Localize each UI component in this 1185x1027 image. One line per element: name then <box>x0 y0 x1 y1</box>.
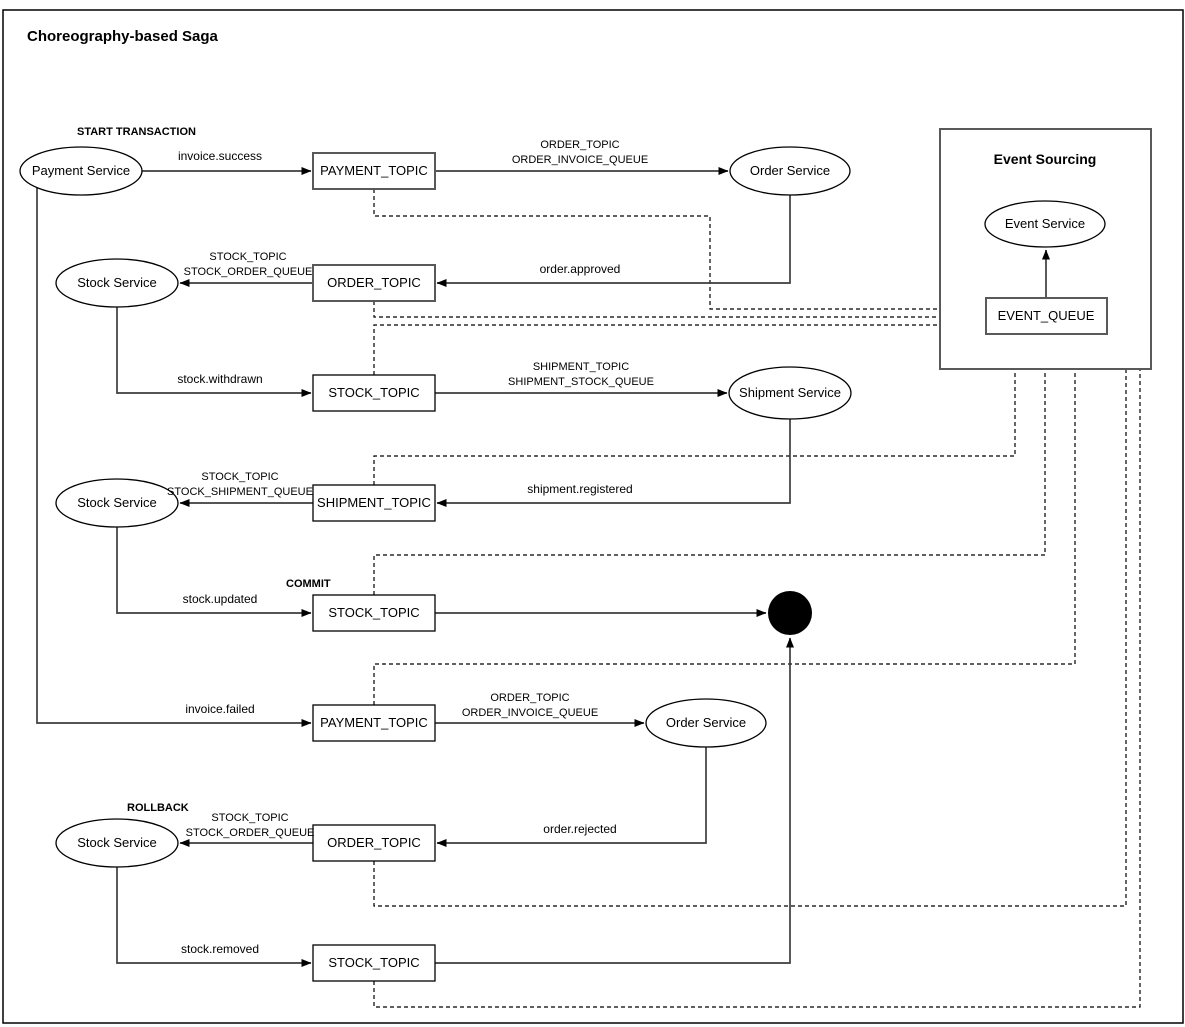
stock-topic-updated-node[interactable] <box>312 594 436 632</box>
stock-service-shipment-node[interactable] <box>55 478 179 528</box>
label-order-stock-queue: STOCK_ORDER_QUEUE <box>184 266 313 278</box>
label-order-stock-topic: STOCK_TOPIC <box>209 251 286 263</box>
stock-service-rollback-label: Stock Service <box>77 835 156 850</box>
label-rollback-stock-queue: STOCK_ORDER_QUEUE <box>186 827 315 839</box>
edge-order-service-to-order-topic <box>436 195 791 287</box>
stock-service-order-node[interactable] <box>55 258 179 308</box>
stock-topic-updated-label: STOCK_TOPIC <box>328 605 419 620</box>
edge-stock-topic-withdrawn-to-event-queue <box>373 321 985 375</box>
order-topic-rejected-label: ORDER_TOPIC <box>327 835 421 850</box>
shipment-service-label: Shipment Service <box>739 385 841 400</box>
stock-topic-removed-node[interactable] <box>312 944 436 982</box>
label-stock-removed: stock.removed <box>181 942 259 956</box>
edge-shipment-service-to-shipment-topic <box>436 419 791 507</box>
shipment-service-node[interactable] <box>728 366 852 420</box>
stock-service-rollback-node[interactable] <box>55 818 179 868</box>
edge-stock-topic-removed-to-event-queue <box>373 312 1141 1008</box>
page-title: Choreography-based Saga <box>27 28 219 45</box>
payment-topic-success-node[interactable] <box>312 152 436 190</box>
page-border <box>2 9 1184 1024</box>
edge-payment-topic-failed-to-event-queue <box>373 335 1079 705</box>
label-stock-shipment-queue: SHIPMENT_STOCK_QUEUE <box>508 376 654 388</box>
edge-stock-topic-updated-to-event-queue <box>373 335 1049 595</box>
label-invoice-failed: invoice.failed <box>185 702 254 716</box>
label-rollback-stock-topic: STOCK_TOPIC <box>211 812 288 824</box>
stock-service-shipment-label: Stock Service <box>77 495 156 510</box>
label-failed-order-topic: ORDER_TOPIC <box>490 692 569 704</box>
order-service-success-node[interactable] <box>729 146 851 196</box>
edge-stock-topic-removed-to-end <box>435 637 794 964</box>
edge-stock-service-to-stock-topic <box>116 307 312 397</box>
phase-rollback: ROLLBACK <box>127 802 189 814</box>
label-stock-updated: stock.updated <box>183 592 258 606</box>
event-service-label: Event Service <box>1005 216 1085 231</box>
phase-start-transaction: START TRANSACTION <box>77 126 196 138</box>
payment-topic-failed-label: PAYMENT_TOPIC <box>320 715 428 730</box>
label-shipment-stock-topic: STOCK_TOPIC <box>201 471 278 483</box>
payment-service-label: Payment Service <box>32 163 130 178</box>
edge-stock-service-to-stock-topic-removed <box>116 867 312 967</box>
order-topic-approved-label: ORDER_TOPIC <box>327 275 421 290</box>
event-queue-label: EVENT_QUEUE <box>998 308 1095 323</box>
order-topic-rejected-node[interactable] <box>312 824 436 862</box>
payment-topic-failed-node[interactable] <box>312 704 436 742</box>
payment-topic-success-label: PAYMENT_TOPIC <box>320 163 428 178</box>
stock-service-order-label: Stock Service <box>77 275 156 290</box>
label-success-order-queue: ORDER_INVOICE_QUEUE <box>512 154 648 166</box>
order-service-invoice-node[interactable] <box>645 698 767 748</box>
stock-topic-withdrawn-node[interactable] <box>312 374 436 412</box>
payment-service-node[interactable] <box>19 146 143 196</box>
label-order-approved: order.approved <box>540 262 621 276</box>
label-failed-order-queue: ORDER_INVOICE_QUEUE <box>462 707 598 719</box>
order-service-success-label: Order Service <box>750 163 830 178</box>
label-stock-withdrawn: stock.withdrawn <box>177 372 262 386</box>
edge-shipment-topic-to-event-queue <box>373 335 1019 485</box>
edge-stock-service-to-stock-topic-commit <box>116 527 312 617</box>
label-invoice-success: invoice.success <box>178 149 262 163</box>
label-success-order-topic: ORDER_TOPIC <box>540 139 619 151</box>
label-shipment-stock-queue: STOCK_SHIPMENT_QUEUE <box>167 486 313 498</box>
event-service-node[interactable] <box>984 200 1106 248</box>
shipment-topic-label: SHIPMENT_TOPIC <box>317 495 431 510</box>
shipment-topic-node[interactable] <box>312 484 436 522</box>
label-order-rejected: order.rejected <box>543 822 616 836</box>
stock-topic-withdrawn-label: STOCK_TOPIC <box>328 385 419 400</box>
phase-commit: COMMIT <box>286 578 331 590</box>
label-shipment-registered: shipment.registered <box>527 482 632 496</box>
stock-topic-removed-label: STOCK_TOPIC <box>328 955 419 970</box>
edge-order-service-to-order-topic-rejected <box>436 747 707 847</box>
edge-payment-service-to-payment-topic-failed <box>36 188 312 727</box>
edge-payment-topic-to-event-queue <box>373 189 985 313</box>
edge-order-topic-rejected-to-event-queue <box>373 321 1127 907</box>
order-service-invoice-label: Order Service <box>666 715 746 730</box>
event-queue-node[interactable] <box>985 297 1108 335</box>
edge-order-topic-to-event-queue <box>373 301 985 321</box>
end-state-node[interactable] <box>768 591 812 635</box>
label-stock-shipment-topic: SHIPMENT_TOPIC <box>533 361 629 373</box>
event-sourcing-title: Event Sourcing <box>994 151 1097 167</box>
order-topic-approved-node[interactable] <box>312 264 436 302</box>
